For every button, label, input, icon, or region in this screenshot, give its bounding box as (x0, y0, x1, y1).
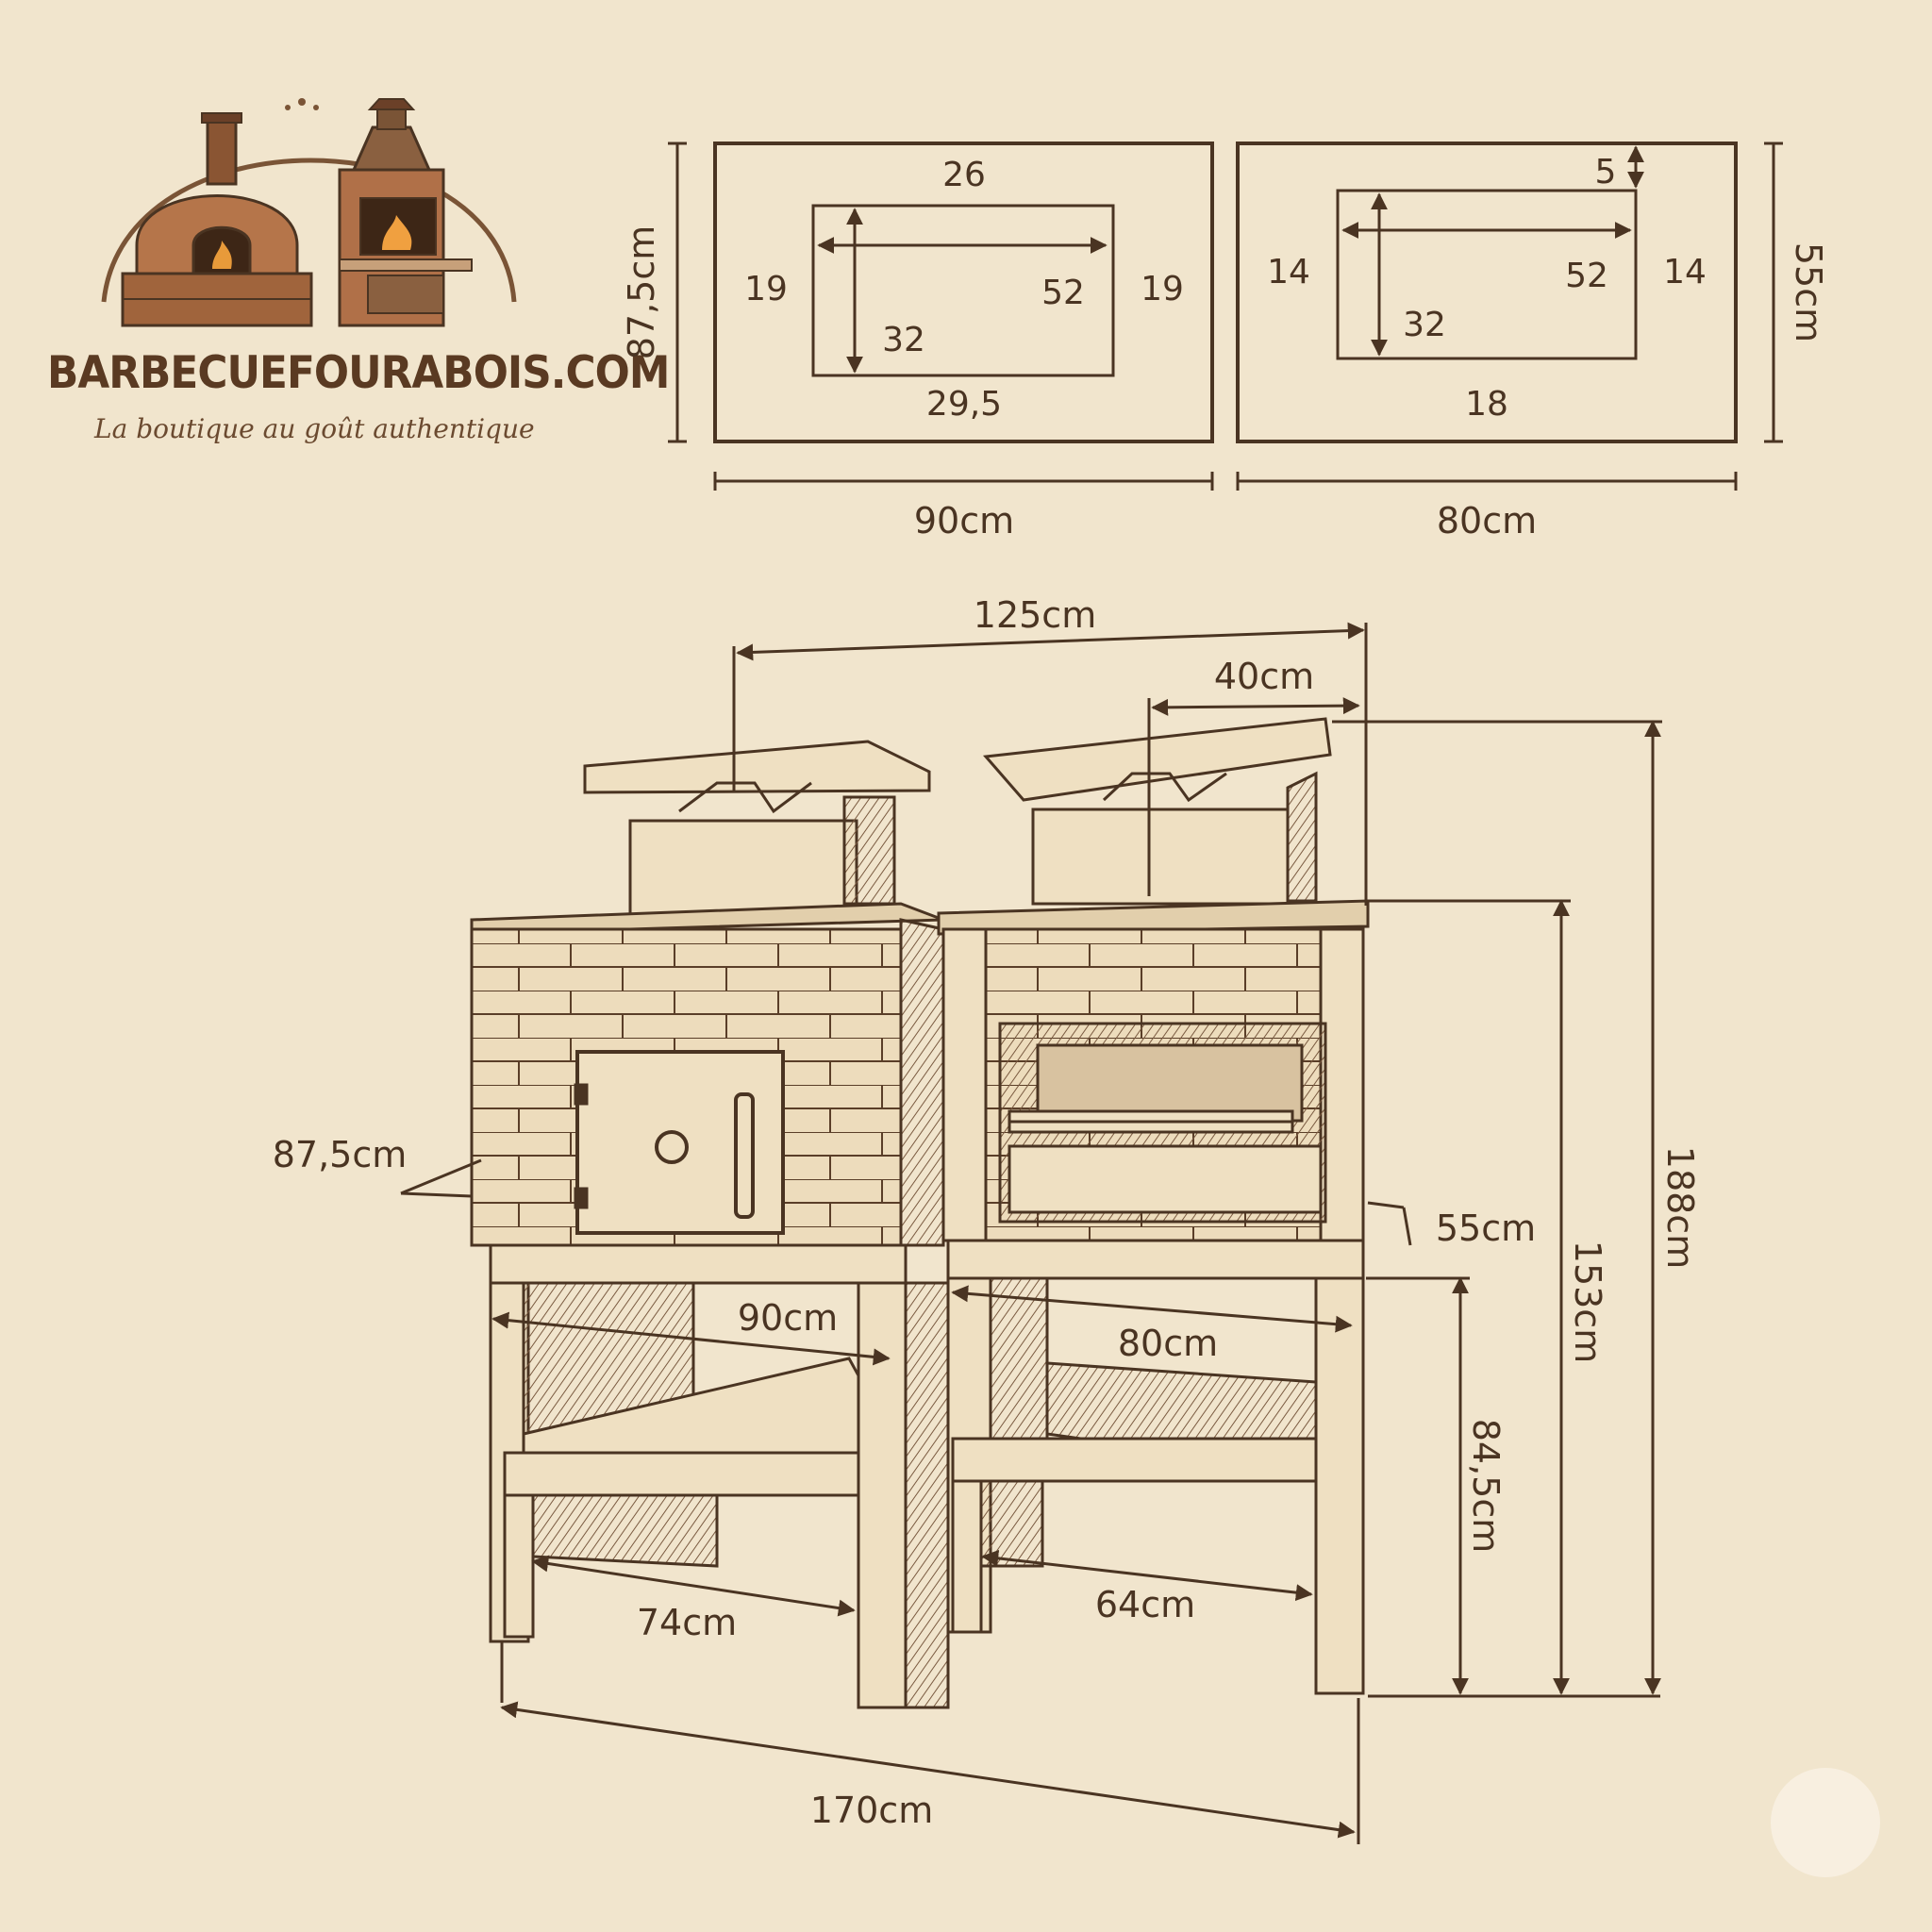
plan-right-top-label: 5 (1595, 153, 1617, 192)
plan-right-height-label: 55cm (1788, 242, 1829, 342)
plan-right (1236, 142, 1783, 491)
plan-left-right-label: 19 (1141, 270, 1184, 308)
plan-left-outline (713, 142, 1214, 443)
plan-left-left-label: 19 (744, 270, 788, 308)
oven-block (470, 902, 945, 1247)
total-width-label: 170cm (810, 1790, 933, 1831)
plan-right-inner (1336, 189, 1638, 360)
logo-arch (101, 158, 517, 303)
oven-chimney (583, 740, 931, 917)
plan-right-width-label: 80cm (1437, 500, 1537, 541)
grill-chimney (982, 717, 1332, 906)
plan-left-bottom-label: 29,5 (926, 385, 1002, 424)
brand-logo (101, 98, 517, 327)
plan-right-left-label: 14 (1267, 253, 1310, 291)
plan-left (668, 142, 1214, 491)
grill-height-label: 153cm (1567, 1241, 1608, 1363)
plan-left-inner-width-label: 52 (1041, 274, 1085, 312)
brand-tagline: La boutique au goût authentique (94, 413, 535, 444)
chimney-span-label: 125cm (974, 594, 1096, 636)
right-width-label: 80cm (1118, 1323, 1218, 1364)
total-height-label: 188cm (1659, 1146, 1701, 1269)
elevation-drawing (400, 717, 1412, 1709)
plan-left-height-label: 87,5cm (621, 225, 662, 360)
plan-left-inner (811, 204, 1115, 377)
plan-left-top-label: 26 (942, 156, 986, 194)
plan-right-inner-width-label: 52 (1565, 257, 1608, 295)
chimney-offset-label: 40cm (1214, 656, 1314, 697)
oven-handle[interactable] (734, 1092, 755, 1219)
plan-right-outline (1236, 142, 1738, 443)
corner-dot (1771, 1768, 1880, 1877)
grill-base (946, 1239, 1365, 1695)
plan-right-bottom-label: 18 (1465, 385, 1508, 424)
elevation-dimensions (491, 622, 1662, 1844)
plan-right-right-label: 14 (1663, 253, 1707, 291)
oven-icon (121, 112, 313, 327)
left-depth-label: 87,5cm (273, 1134, 408, 1175)
oven-door[interactable] (575, 1050, 785, 1235)
grill-block (937, 899, 1370, 1242)
plan-right-inner-depth-label: 32 (1403, 306, 1446, 344)
plan-left-width-label: 90cm (914, 500, 1014, 541)
right-depth-label: 55cm (1436, 1208, 1536, 1249)
oven-knob[interactable] (655, 1130, 689, 1164)
left-inner-label: 74cm (637, 1602, 737, 1643)
barbecue-icon (338, 98, 473, 327)
right-inner-label: 64cm (1095, 1584, 1195, 1625)
plan-left-inner-depth-label: 32 (882, 321, 925, 359)
left-width-label: 90cm (738, 1297, 838, 1339)
counter-height-label: 84,5cm (1465, 1419, 1507, 1554)
